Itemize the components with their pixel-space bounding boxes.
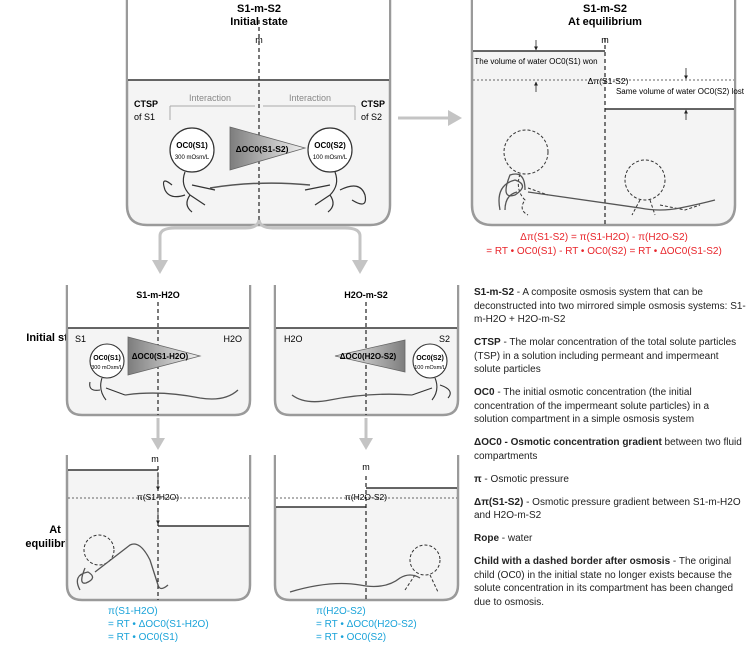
child-s2-label: OC0(S2) [314,141,346,150]
beaker-initial-composite: S1-m-S2 Initial state m CTSP of S1 CTSP … [127,0,390,225]
s1-label: S1 [75,334,86,344]
m-label: m [362,462,370,472]
oc-label: OC0(S1) [93,355,121,362]
beaker-equilibrium-s1-h2o: m π(S1-H2O) [67,454,250,600]
won-label: The volume of water OC0(S1) won [474,57,597,66]
legend-item: ΔOC0 - Osmotic concentration gradient be… [474,436,746,463]
h2o-label: H2O [284,334,303,344]
pi-label: π(S1-H2O) [137,492,179,502]
eq-blue-left-3: = RT • OC0(S1) [108,632,178,643]
eq-blue-right-1: π(H2O-S2) [316,606,366,617]
legend-item: Rope - water [474,532,746,546]
lost-label: Same volume of water OC0(S2) lost [616,87,745,96]
row-label-eq-1: At [49,524,61,536]
legend-item: Δπ(S1-S2) - Osmotic pressure gradient be… [474,496,746,523]
eq-blue-right-2: = RT • ΔOC0(H2O-S2) [316,619,417,630]
eq-blue-left-1: π(S1-H2O) [108,606,158,617]
title-bottom: At equilibrium [568,16,642,28]
legend-item: π - Osmotic pressure [474,473,746,487]
oc-value: 100 mOsm/L [414,365,445,371]
ctsp-left: CTSP [134,99,158,109]
m-label: m [601,35,609,45]
legend-item: OC0 - The initial osmotic concentration … [474,386,746,427]
child-s1-label: OC0(S1) [176,141,208,150]
gradient-label: ΔOC0(H2O-S2) [340,352,397,361]
beaker-equilibrium-composite: S1-m-S2 At equilibrium m The volume of w… [472,0,745,225]
title: H2O-m-S2 [344,290,388,300]
gradient-label: ΔOC0(S1-S2) [236,144,289,154]
gradient-label: ΔOC0(S1-H2O) [132,352,189,361]
interaction-right: Interaction [289,93,331,103]
of-s1: of S1 [134,112,155,122]
s2-label: S2 [439,334,450,344]
eq-red-2: = RT • OC0(S1) - RT • OC0(S2) = RT • ΔOC… [486,246,722,257]
title-bottom: Initial state [230,16,287,28]
pi-label: π(H2O-S2) [345,492,387,502]
h2o-label: H2O [223,334,242,344]
interaction-left: Interaction [189,93,231,103]
title-top: S1-m-S2 [583,3,627,15]
eq-blue-left-2: = RT • ΔOC0(S1-H2O) [108,619,209,630]
legend: S1-m-S2 - A composite osmosis system tha… [474,286,746,619]
m-label: m [255,35,263,45]
delta-pi-label: Δπ(S1-S2) [588,76,629,86]
beaker-initial-h2o-s2: H2O-m-S2 H2O S2 ΔOC0(H2O-S2) OC0(S2) 100… [275,285,458,415]
eq-blue-right-3: = RT • OC0(S2) [316,632,386,643]
legend-item: Child with a dashed border after osmosis… [474,555,746,609]
oc-label: OC0(S2) [416,355,444,362]
beaker-equilibrium-h2o-s2: m π(H2O-S2) [275,455,458,600]
m-label: m [151,454,159,464]
child-s1-value: 300 mOsm/L [175,155,210,161]
beaker-initial-s1-h2o: S1-m-H2O S1 H2O ΔOC0(S1-H2O) OC0(S1) 300… [67,285,250,415]
title: S1-m-H2O [136,290,180,300]
title-top: S1-m-S2 [237,3,281,15]
of-s2: of S2 [361,112,382,122]
child-s2-value: 100 mOsm/L [313,155,348,161]
oc-value: 300 mOsm/L [91,365,122,371]
legend-item: S1-m-S2 - A composite osmosis system tha… [474,286,746,327]
ctsp-right: CTSP [361,99,385,109]
eq-red-1: Δπ(S1-S2) = π(S1-H2O) - π(H2O-S2) [520,232,688,243]
legend-item: CTSP - The molar concentration of the to… [474,336,746,377]
